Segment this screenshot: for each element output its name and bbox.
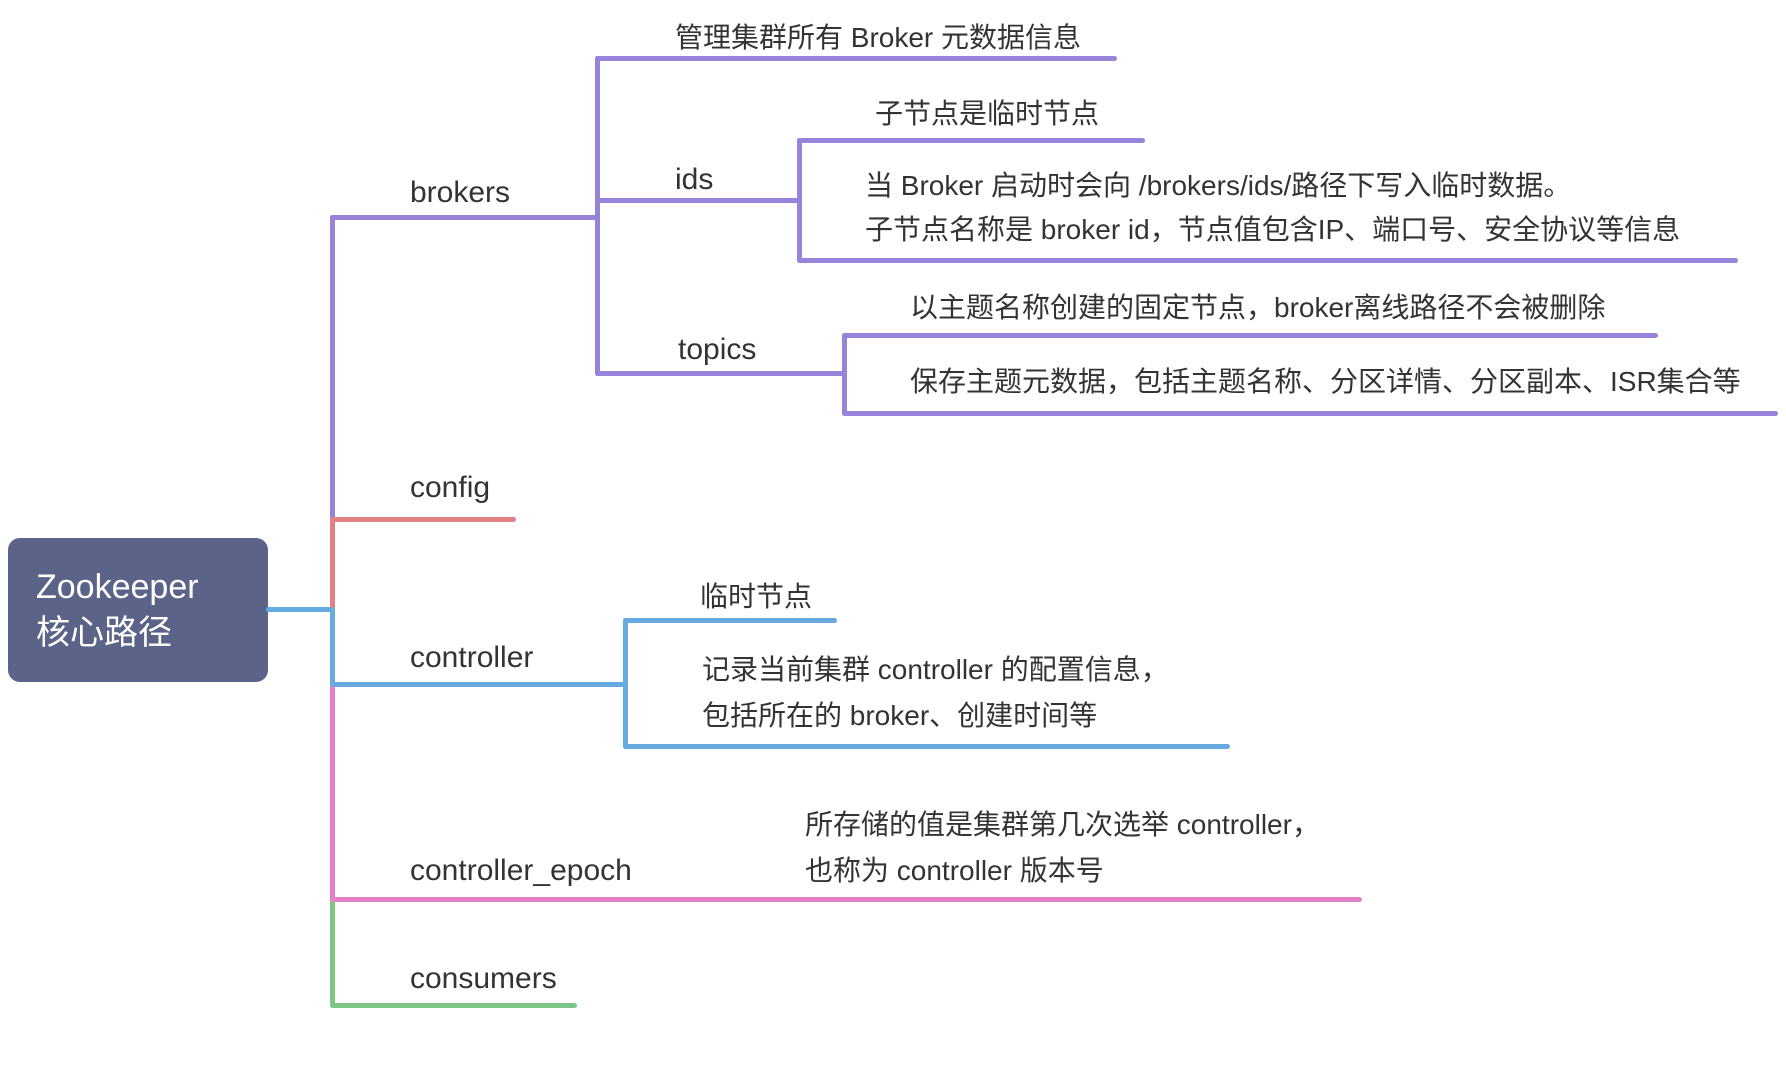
ids-note1-underline: [797, 138, 1145, 143]
controller-note2[interactable]: 记录当前集群 controller 的配置信息， 包括所在的 broker、创建…: [702, 647, 1169, 739]
topic-controller[interactable]: controller: [410, 641, 534, 674]
root-title-line1: Zookeeper: [36, 568, 199, 606]
brokers-underline: [330, 215, 597, 220]
spine-segment-brokers: [330, 215, 335, 520]
spine-segment-consumers: [330, 897, 335, 1006]
topics-children-vertical: [842, 333, 847, 415]
controller-epoch-underline: [330, 897, 1362, 902]
controller-note1-underline: [623, 618, 837, 623]
ids-note2[interactable]: 当 Broker 启动时会向 /brokers/ids/路径下写入临时数据。 子…: [865, 164, 1680, 252]
topic-ids[interactable]: ids: [675, 163, 714, 196]
root-title-line2: 核心路径: [36, 614, 172, 652]
ids-underline: [595, 198, 800, 203]
topic-controller-epoch[interactable]: controller_epoch: [410, 854, 632, 887]
controller-children-vertical: [623, 618, 628, 749]
controller-note2-underline: [623, 744, 1230, 749]
spine-segment-controller: [330, 607, 335, 685]
brokers-note[interactable]: 管理集群所有 Broker 元数据信息: [675, 22, 1082, 53]
topic-brokers[interactable]: brokers: [410, 176, 511, 209]
controller-epoch-note-line1: 所存储的值是集群第几次选举 controller，: [805, 809, 1320, 840]
spine-segment-controller-epoch: [330, 682, 335, 900]
brokers-children-vertical: [595, 56, 600, 376]
topic-config[interactable]: config: [410, 471, 491, 504]
ids-note2-underline: [797, 258, 1738, 263]
brokers-note-underline: [595, 56, 1117, 61]
controller-epoch-note-line2: 也称为 controller 版本号: [805, 855, 1104, 886]
topics-note2-underline: [842, 411, 1778, 416]
spine-segment-config: [330, 517, 335, 610]
topics-note1[interactable]: 以主题名称创建的固定节点，broker离线路径不会被删除: [910, 292, 1606, 323]
root-connector-line: [266, 607, 332, 612]
controller-note1[interactable]: 临时节点: [700, 581, 813, 612]
topic-consumers[interactable]: consumers: [410, 962, 557, 995]
consumers-underline: [330, 1003, 577, 1008]
root-node[interactable]: Zookeeper 核心路径: [8, 538, 268, 682]
topics-underline: [595, 371, 845, 376]
ids-note2-line2: 子节点名称是 broker id，节点值包含IP、端口号、安全协议等信息: [865, 214, 1681, 245]
topics-note1-underline: [842, 333, 1658, 338]
ids-note1[interactable]: 子节点是临时节点: [875, 98, 1100, 129]
ids-note2-line1: 当 Broker 启动时会向 /brokers/ids/路径下写入临时数据。: [865, 170, 1572, 201]
controller-note2-line2: 包括所在的 broker、创建时间等: [702, 700, 1098, 731]
topics-note2[interactable]: 保存主题元数据，包括主题名称、分区详情、分区副本、ISR集合等: [910, 366, 1741, 397]
ids-children-vertical: [797, 138, 802, 262]
controller-note2-line1: 记录当前集群 controller 的配置信息，: [702, 654, 1169, 685]
controller-underline: [330, 682, 626, 687]
config-underline: [330, 517, 516, 522]
topic-topics[interactable]: topics: [678, 333, 757, 366]
controller-epoch-note[interactable]: 所存储的值是集群第几次选举 controller， 也称为 controller…: [805, 802, 1320, 894]
